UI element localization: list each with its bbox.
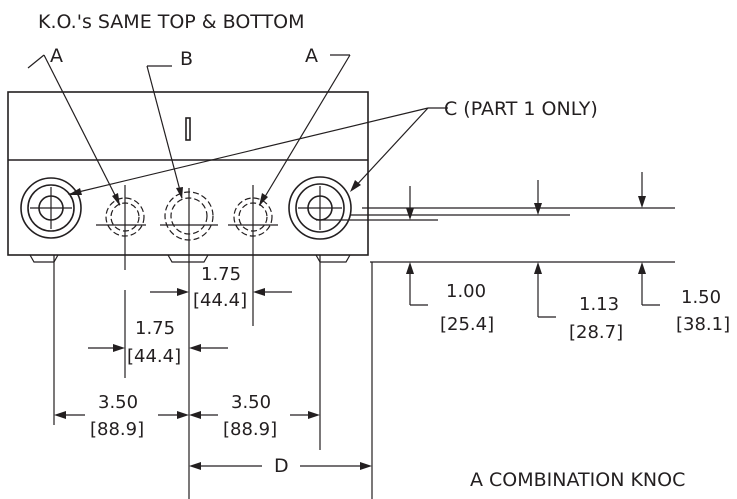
knockout-right-large [288, 176, 352, 240]
label-b: B [180, 48, 193, 70]
knockout-left-large [20, 177, 82, 239]
label-a-right: A [305, 45, 318, 67]
dim-175-upper-in: 1.75 [201, 264, 241, 285]
dim-150-in: 1.50 [681, 287, 721, 308]
dim-350-left-mm: [88.9] [90, 419, 144, 440]
dim-175-lower-arrows [88, 344, 228, 352]
dim-175-upper-arrows [150, 288, 292, 296]
leader-c [68, 107, 448, 195]
label-c: C (PART 1 ONLY) [444, 98, 598, 120]
dim-100-in: 1.00 [446, 281, 486, 302]
legend-a: A COMBINATION KNOC [470, 469, 685, 491]
dim-175-lower-in: 1.75 [135, 318, 175, 339]
dim-113-mm: [28.7] [569, 322, 623, 343]
dim-d-arrows [189, 462, 372, 470]
dim-150-mm: [38.1] [676, 314, 730, 335]
dim-350-right-mm: [88.9] [223, 419, 277, 440]
dim-175-lower-mm: [44.4] [127, 346, 181, 367]
dim-350-right-in: 3.50 [231, 392, 271, 413]
heading-text: K.O.'s SAME TOP & BOTTOM [38, 11, 305, 33]
dim-350-arrows [54, 411, 320, 419]
leader-a-left [27, 54, 121, 206]
knockout-a-left [96, 197, 146, 237]
dim-113-in: 1.13 [579, 294, 619, 315]
height-dimension-lines [316, 172, 675, 318]
dim-350-left-in: 3.50 [98, 392, 138, 413]
label-d: D [274, 455, 289, 477]
dim-100-mm: [25.4] [440, 314, 494, 335]
leader-b [146, 65, 183, 199]
dim-175-upper-mm: [44.4] [193, 290, 247, 311]
leader-a-right [259, 54, 351, 206]
extension-lines [53, 185, 373, 499]
label-a-left: A [50, 45, 63, 67]
